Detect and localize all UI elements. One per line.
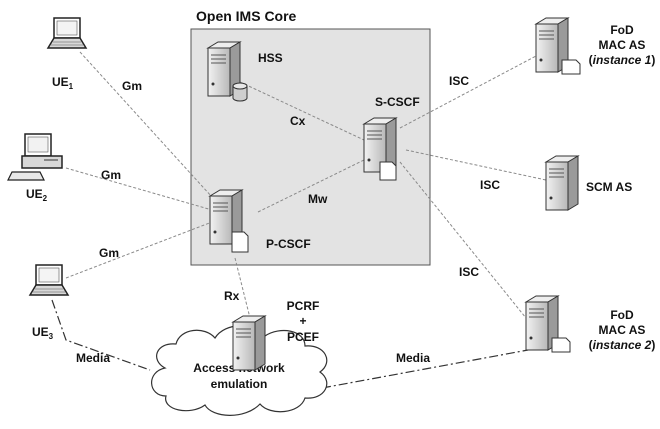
iface-gm-3: Gm — [99, 246, 119, 260]
iface-media-1: Media — [76, 351, 110, 365]
pcrf-server-icon — [232, 315, 266, 371]
iface-isc-3: ISC — [459, 265, 479, 279]
fod1-line2: MAC AS — [599, 38, 646, 52]
fod2-line2: MAC AS — [599, 323, 646, 337]
fod2-doc-icon — [551, 337, 571, 353]
ue3-laptop-icon — [29, 264, 69, 296]
pcscf-doc-icon — [231, 231, 249, 253]
ue2-desktop-icon — [7, 133, 63, 181]
access-network-cloud — [151, 325, 328, 416]
media-links — [51, 299, 529, 389]
fod2-line1: FoD — [610, 308, 634, 322]
signalling-links — [65, 51, 547, 319]
core-title: Open IMS Core — [196, 8, 297, 24]
iface-rx: Rx — [224, 289, 240, 303]
iface-mw: Mw — [308, 192, 328, 206]
iface-gm-1: Gm — [122, 79, 142, 93]
hss-db-icon — [232, 82, 248, 102]
link-pcscf-pcrf — [234, 257, 251, 319]
pcscf-label: P-CSCF — [266, 237, 311, 251]
hss-label: HSS — [258, 51, 283, 65]
media-ue3-cloud — [51, 299, 151, 371]
scm-server-icon — [545, 155, 579, 211]
scscf-label: S-CSCF — [375, 95, 420, 109]
pcef-label: PCEF — [287, 330, 319, 344]
fod1-line1: FoD — [610, 23, 634, 37]
pcrf-label: PCRF — [287, 299, 320, 313]
fod1-doc-icon — [561, 59, 581, 75]
link-ue1-pcscf — [79, 51, 223, 209]
ue2-label: UE2 — [26, 187, 48, 203]
iface-media-2: Media — [396, 351, 430, 365]
iface-isc-1: ISC — [449, 74, 469, 88]
fod2-line3: (instance 2) — [589, 338, 656, 352]
link-hss-scscf — [239, 81, 365, 141]
cloud-line2: emulation — [211, 377, 268, 391]
link-scscf-fod2 — [399, 161, 527, 319]
ue1-laptop-icon — [47, 17, 87, 49]
media-cloud-fod2 — [321, 349, 529, 389]
link-scscf-fod1 — [399, 55, 537, 129]
iface-gm-2: Gm — [101, 168, 121, 182]
link-ue3-pcscf — [65, 221, 213, 279]
pcrf-plus: + — [299, 314, 306, 328]
link-scscf-scm — [405, 149, 547, 181]
link-ue2-pcscf — [65, 167, 213, 211]
scm-label: SCM AS — [586, 180, 632, 194]
scscf-doc-icon — [379, 161, 397, 181]
ue1-label: UE1 — [52, 75, 74, 91]
fod1-line3: (instance 1) — [589, 53, 656, 67]
iface-cx: Cx — [290, 114, 306, 128]
ue3-label: UE3 — [32, 325, 54, 341]
iface-isc-2: ISC — [480, 178, 500, 192]
